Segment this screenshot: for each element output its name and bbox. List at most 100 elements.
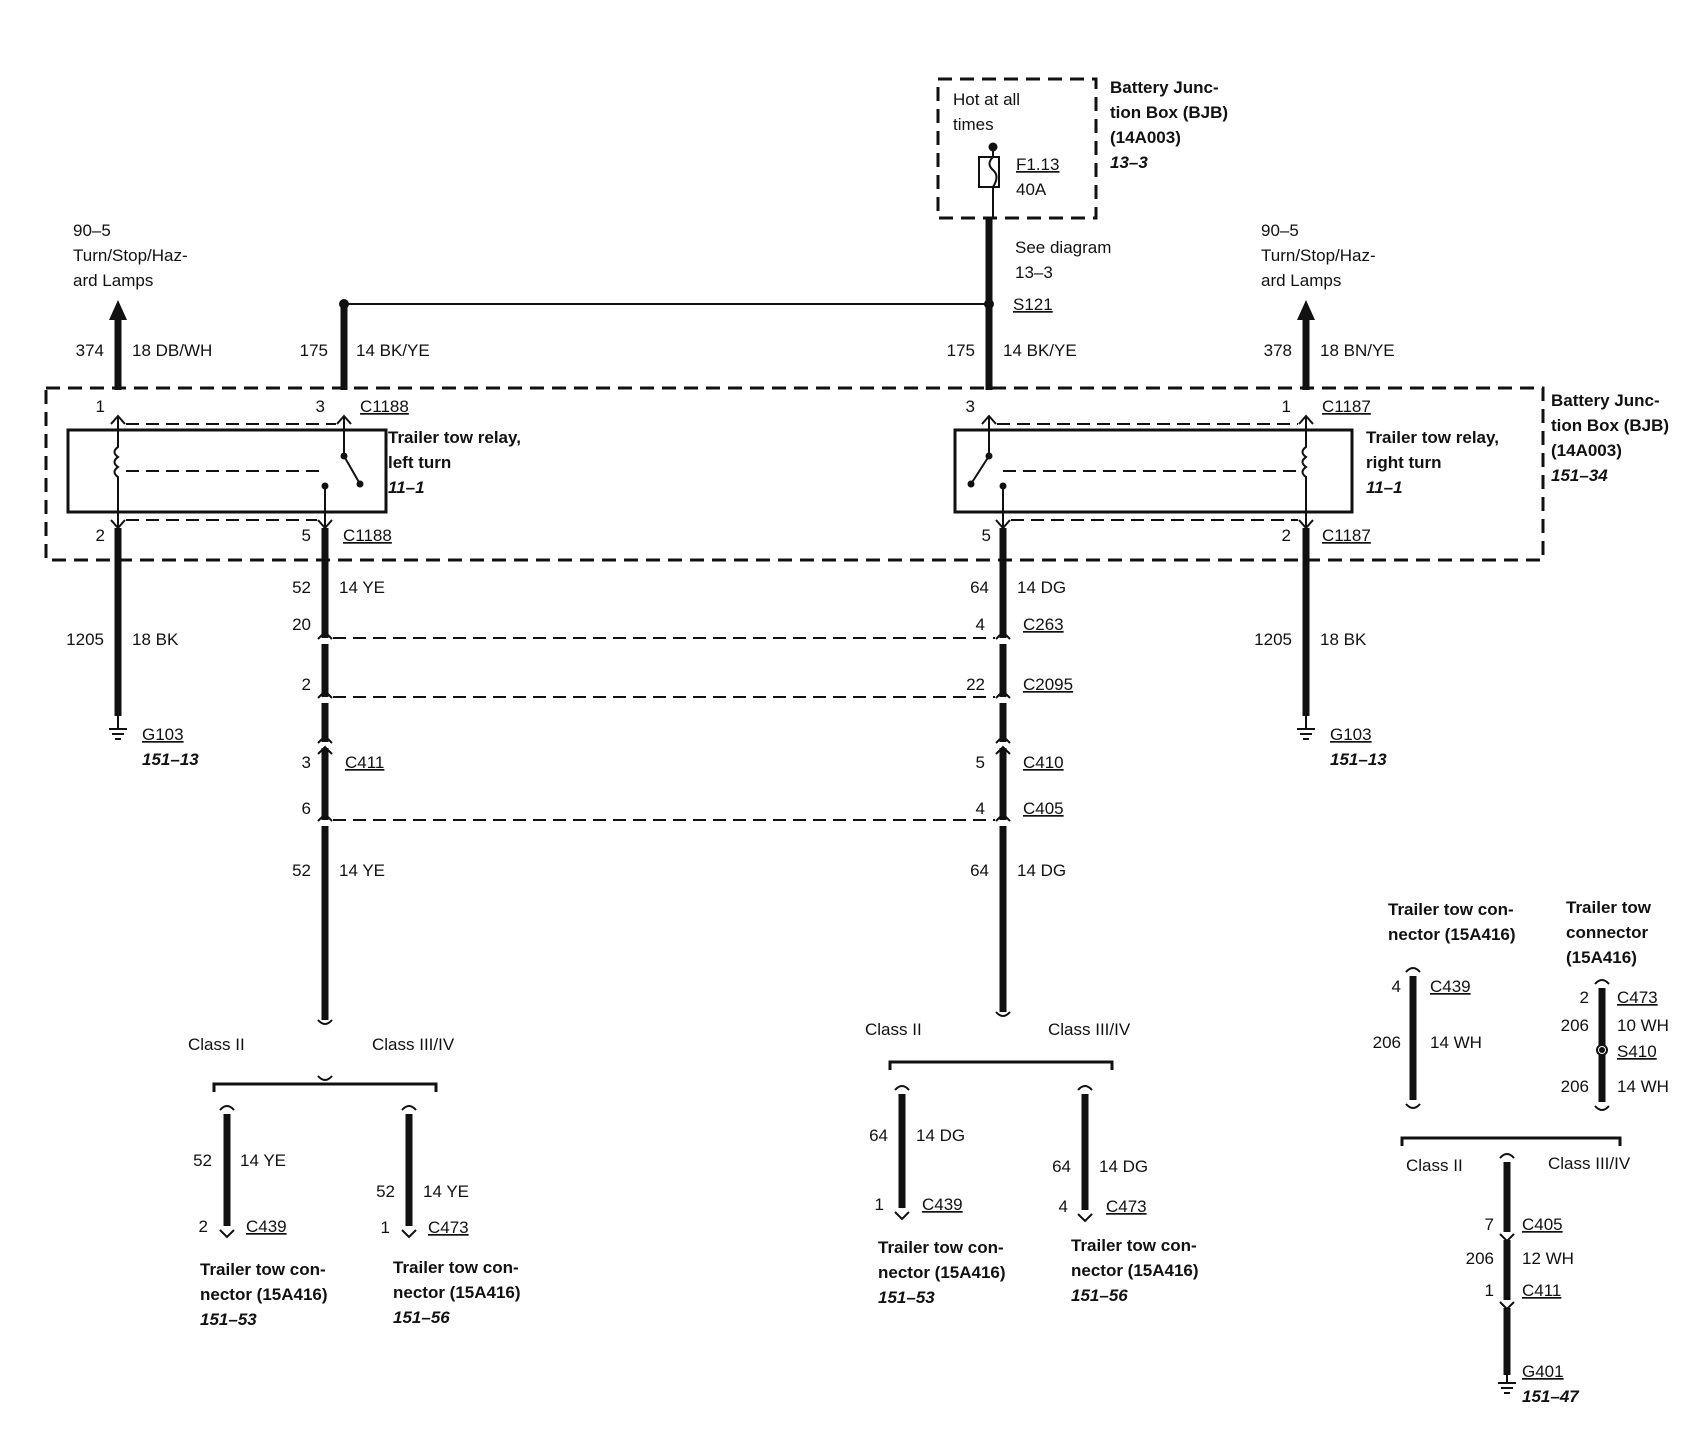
see-diagram-line2: 13–3: [1015, 263, 1053, 282]
left-lamp-line1: Turn/Stop/Haz-: [73, 246, 188, 265]
left-c439-name-line2: nector (15A416): [200, 1285, 328, 1304]
connector-c1187-top: C1187: [1322, 397, 1371, 416]
hot-at-all-line2: times: [953, 115, 994, 134]
left-lamp-ref: 90–5: [73, 221, 111, 240]
ground-g103-left: G103: [142, 725, 184, 744]
left-b2-circuit: 52: [376, 1182, 395, 1201]
trailer-ground-circuit: Trailer tow con- nector (15A416) Trailer…: [1373, 898, 1669, 1406]
pin-5-c410: 5: [976, 753, 985, 772]
bjb-page-ref: 13–3: [1110, 153, 1148, 172]
bjb-title-line1: Battery Junc-: [1110, 78, 1219, 97]
connector-c1188-bottom: C1188: [343, 526, 392, 545]
right-turn-relay: 175 14 BK/YE 90–5 Turn/Stop/Haz- ard Lam…: [947, 221, 1499, 769]
ground-class-ii: Class II: [1406, 1156, 1463, 1175]
ground-g103-right: G103: [1330, 725, 1372, 744]
right-c473-name-line1: Trailer tow con-: [1071, 1236, 1197, 1255]
ground-a-wire: 14 WH: [1430, 1033, 1482, 1052]
left-relay-title-line2: left turn: [388, 453, 451, 472]
splice-s410-label: S410: [1617, 1042, 1657, 1061]
right-relay-switch-icon: [970, 455, 990, 485]
ground-b2-wire: 14 WH: [1617, 1077, 1669, 1096]
left-b2-wire: 14 YE: [423, 1182, 469, 1201]
left-branch-bracket: [212, 1082, 438, 1092]
left-class-iii-iv: Class III/IV: [372, 1035, 455, 1054]
left-relay-title-line1: Trailer tow relay,: [388, 428, 521, 447]
ground-b-wire: 10 WH: [1617, 1016, 1669, 1035]
left-b1-pin: 2: [199, 1217, 208, 1236]
left-c473-ref: 151–56: [393, 1308, 450, 1327]
fuse-rating: 40A: [1016, 180, 1047, 199]
right-class-ii: Class II: [865, 1020, 922, 1039]
left-b1-connector: C439: [246, 1217, 287, 1236]
pin-4-c405: 4: [976, 799, 985, 818]
bjb-part-number: (14A003): [1110, 128, 1181, 147]
pin-3-c411: 3: [302, 753, 311, 772]
wire-1205-left-color: 18 BK: [132, 630, 179, 649]
right-lamp-arrow-icon: [1297, 300, 1315, 320]
circuit-175-left: 175: [300, 341, 328, 360]
ground-c-pin7: 7: [1485, 1215, 1494, 1234]
ground-b-circuit: 206: [1561, 1016, 1589, 1035]
right-lamp-line2: ard Lamps: [1261, 271, 1341, 290]
fuse-id: F1.13: [1016, 155, 1059, 174]
left-c473-name-line2: nector (15A416): [393, 1283, 521, 1302]
bjb-box-title-line2: tion Box (BJB): [1551, 416, 1669, 435]
pin-4-c263: 4: [976, 615, 985, 634]
right-c439-name-line1: Trailer tow con-: [878, 1238, 1004, 1257]
right-c439-ref: 151–53: [878, 1288, 935, 1307]
pin-20: 20: [292, 615, 311, 634]
bjb-box-part: (14A003): [1551, 441, 1622, 460]
bjb-fuse-box: [936, 77, 1098, 220]
right-class-branch: Class II Class III/IV 64 14 DG 1 C439 Tr…: [865, 1020, 1199, 1307]
left-class-branch: Class II Class III/IV 52 14 YE 2 C439 Tr…: [188, 1035, 521, 1329]
connector-c2095: C2095: [1023, 675, 1073, 694]
ground-b2-circuit: 206: [1561, 1077, 1589, 1096]
ground-c-pin1: 1: [1485, 1281, 1494, 1300]
right-b2-circuit: 64: [1052, 1157, 1071, 1176]
left-c439-ref: 151–53: [200, 1310, 257, 1329]
right-b1-connector: C439: [922, 1195, 963, 1214]
pin-1-left: 1: [96, 397, 105, 416]
connector-c263: C263: [1023, 615, 1064, 634]
right-relay-ref: 11–1: [1366, 478, 1403, 497]
pin-2-c2095: 2: [302, 675, 311, 694]
right-b1-pin: 1: [875, 1195, 884, 1214]
ground-g401: G401: [1522, 1362, 1564, 1381]
wire-64-color: 14 DG: [1017, 578, 1066, 597]
ground-t1-line2: nector (15A416): [1388, 925, 1516, 944]
bjb-box-ref: 151–34: [1551, 466, 1608, 485]
circuit-64: 64: [970, 578, 989, 597]
right-lamp-line1: Turn/Stop/Haz-: [1261, 246, 1376, 265]
ground-g401-icon: [1498, 1375, 1516, 1394]
wire-175-left-color: 14 BK/YE: [356, 341, 430, 360]
left-relay-switch-icon: [343, 455, 361, 485]
wire-1205-right-color: 18 BK: [1320, 630, 1367, 649]
circuit-52b: 52: [292, 861, 311, 880]
left-turn-relay: 90–5 Turn/Stop/Haz- ard Lamps 374 18 DB/…: [66, 221, 521, 769]
ground-c-c405: C405: [1522, 1215, 1563, 1234]
right-relay-body: [953, 428, 1354, 514]
wire-374-color: 18 DB/WH: [132, 341, 212, 360]
ground-t2-line2: connector: [1566, 923, 1649, 942]
left-relay-body: [66, 428, 388, 514]
right-class-iii-iv: Class III/IV: [1048, 1020, 1131, 1039]
splice-s121-label: S121: [1013, 295, 1053, 314]
ground-b-connector: C473: [1617, 988, 1658, 1007]
ground-c-circuit: 206: [1466, 1249, 1494, 1268]
right-branch-bracket: [888, 1060, 1114, 1070]
ground-a-circuit: 206: [1373, 1033, 1401, 1052]
circuit-175-right: 175: [947, 341, 975, 360]
pin-3-right: 3: [966, 397, 975, 416]
ground-a-connector: C439: [1430, 977, 1471, 996]
circuit-378: 378: [1264, 341, 1292, 360]
pin-5-right: 5: [982, 526, 991, 545]
circuit-52: 52: [292, 578, 311, 597]
fuse-icon: [978, 156, 1000, 188]
ground-c-wire: 12 WH: [1522, 1249, 1574, 1268]
right-signal-harness: 64 14 DG 4 C263 22 C2095 5 C410 4 C405 6…: [966, 528, 1073, 1017]
circuit-1205-left: 1205: [66, 630, 104, 649]
right-relay-coil-icon: [1301, 430, 1308, 512]
right-lamp-ref: 90–5: [1261, 221, 1299, 240]
right-relay-title-line2: right turn: [1366, 453, 1442, 472]
bjb-title-line2: tion Box (BJB): [1110, 103, 1228, 122]
